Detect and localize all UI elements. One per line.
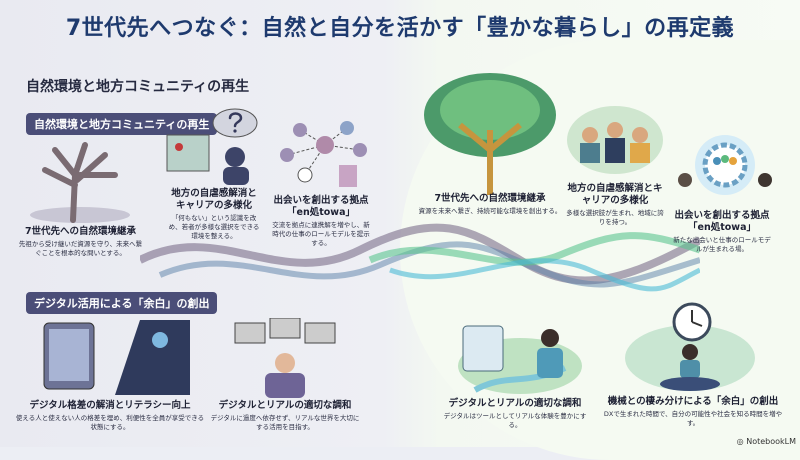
dead-tree-icon (30, 142, 130, 223)
map-question-icon (166, 108, 258, 185)
flowing-roots-ribbon (140, 223, 700, 292)
item-title: 7世代先への自然環境継承 (434, 193, 546, 204)
before-item-5: デジタルとリアルの適切な調和 デジタルに過度へ依存せず、リアルな世界を大切にする… (210, 400, 360, 432)
item-title: デジタルとリアルの適切な調和 (218, 400, 352, 411)
item-desc: 使える人と使えない人の格差を埋め、利便性を全員が享受できる状態にする。 (15, 414, 205, 431)
item-title: 地方の自虐感解消とキャリアの多様化 (171, 188, 257, 211)
item-desc: 先祖から受け継いだ資源を守り、未来へ繋ぐことを根本的な問いとする。 (18, 240, 143, 257)
item-desc: デジタルはツールとしてリアルな体験を豊かにする。 (443, 412, 587, 429)
before-item-2: 地方の自虐感解消とキャリアの多様化 「何もない」という認識を改め、若者が多様な選… (168, 188, 260, 241)
section-label-digital: デジタル活用による「余白」の創出 (26, 292, 218, 314)
item-desc: デジタルに過度へ依存せず、リアルな世界を大切にする活用を目指す。 (210, 414, 360, 431)
diverse-careers-people-icon (567, 106, 663, 174)
page-title: 7世代先へつなぐ：自然と自分を活かす「豊かな暮らし」の再定義 (65, 16, 735, 41)
section-label-nature: 自然環境と地方コミュニティの再生 (26, 113, 218, 135)
meditation-clock-icon (625, 302, 755, 391)
item-title: 機械との棲み分けによる「余白」の創出 (607, 396, 779, 407)
item-desc: 資源を未来へ繋ぎ、持続可能な環境を創出する。 (418, 207, 562, 215)
after-item-2: 地方の自虐感解消とキャリアの多様化 多様な選択肢が生まれ、地域に誇りを持つ。 (565, 183, 665, 227)
tablet-nature-person-icon (458, 325, 582, 394)
brand-label: NotebookLM (746, 437, 796, 446)
network-people-icon (280, 121, 367, 187)
before-item-3: 出会いを創出する拠点「en処towa」 交流を拠点に連携解を増やし、新時代の仕事… (272, 195, 370, 248)
after-item-5: 機械との棲み分けによる「余白」の創出 DXで生まれた時間で、自分の可能性や社会を… (598, 396, 788, 428)
item-desc: 新たな出会いと仕事のロールモデルが生まれる場。 (673, 236, 771, 253)
item-title: 地方の自虐感解消とキャリアの多様化 (567, 183, 663, 206)
person-multiple-screens-icon (234, 318, 336, 398)
before-item-1: 7世代先への自然環境継承 先祖から受け継いだ資源を守り、未来へ繋ぐことを根本的な… (18, 226, 143, 258)
item-desc: 「何もない」という認識を改め、若者が多様な選択をできる環境を整える。 (168, 214, 260, 240)
flourishing-tree-icon (424, 73, 556, 195)
item-desc: 交流を拠点に連携解を増やし、新時代の仕事のロールモデルを提示する。 (272, 221, 370, 247)
item-title: デジタル格差の解消とリテラシー向上 (29, 400, 191, 411)
item-desc: 多様な選択肢が生まれ、地域に誇りを持つ。 (566, 209, 664, 226)
item-desc: DXで生まれた時間で、自分の可能性や社会を知る時間を増やす。 (603, 410, 783, 427)
notebooklm-brand: ◎ NotebookLM (737, 437, 796, 446)
item-title: デジタルとリアルの適切な調和 (448, 398, 582, 409)
after-item-4: デジタルとリアルの適切な調和 デジタルはツールとしてリアルな体験を豊かにする。 (440, 398, 590, 430)
notebooklm-logo-icon: ◎ (736, 437, 747, 446)
item-title: 出会いを創出する拠点「en処towa」 (674, 210, 770, 233)
item-title: 出会いを創出する拠点「en処towa」 (273, 195, 369, 218)
item-title: 7世代先への自然環境継承 (24, 226, 137, 237)
after-item-3: 出会いを創出する拠点「en処towa」 新たな出会いと仕事のロールモデルが生まれ… (672, 210, 772, 254)
before-item-4: デジタル格差の解消とリテラシー向上 使える人と使えない人の格差を埋め、利便性を全… (15, 400, 205, 432)
community-hub-gear-icon (678, 135, 772, 195)
after-item-1: 7世代先への自然環境継承 資源を未来へ繋ぎ、持続可能な環境を創出する。 (415, 193, 565, 216)
digital-divide-icon (43, 320, 190, 395)
page-subtitle: 自然環境と地方コミュニティの再生 (26, 79, 250, 95)
